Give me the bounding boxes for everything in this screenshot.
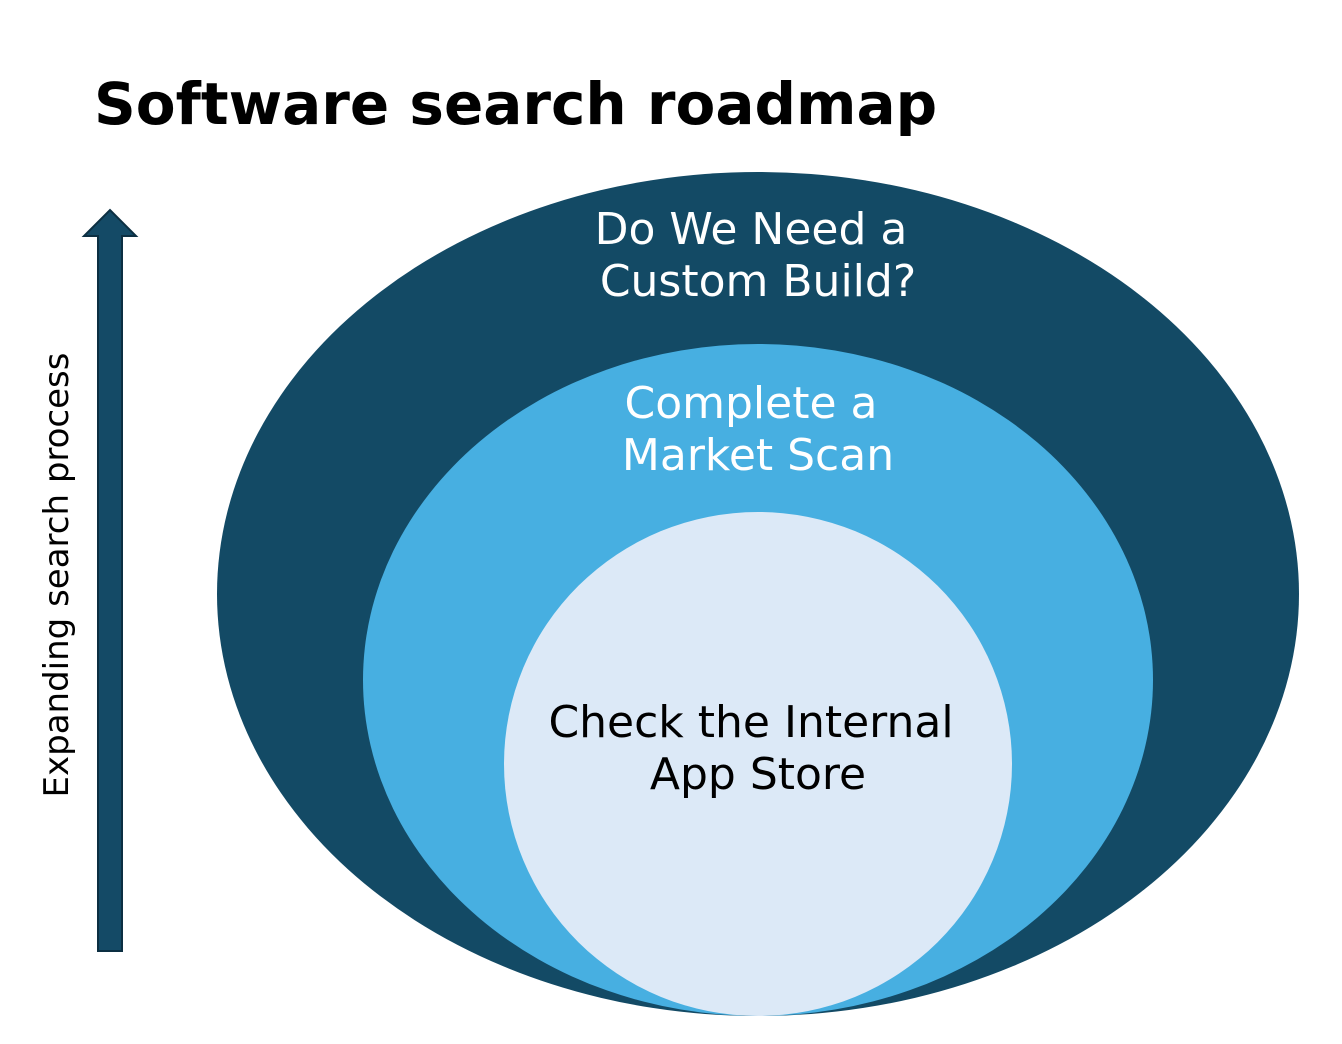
axis-label: Expanding search process: [37, 353, 77, 798]
inner-circle-label-line-1: Check the Internal: [548, 697, 953, 748]
inner-circle-internal-app-store: [504, 512, 1012, 1016]
inner-circle-label-line-2: App Store: [650, 749, 866, 800]
inner-circle-label: Check the Internal App Store: [548, 697, 967, 800]
outer-ring-label-line-1: Do We Need a: [595, 204, 908, 255]
middle-ring-label-line-1: Complete a: [625, 378, 878, 429]
middle-ring-label: Complete a Market Scan: [622, 378, 894, 481]
outer-ring-label: Do We Need a Custom Build?: [595, 204, 922, 307]
diagram-title: Software search roadmap: [94, 70, 938, 138]
middle-ring-label-line-2: Market Scan: [622, 430, 894, 481]
outer-ring-label-line-2: Custom Build?: [600, 256, 916, 307]
expanding-arrow: [81, 208, 139, 952]
